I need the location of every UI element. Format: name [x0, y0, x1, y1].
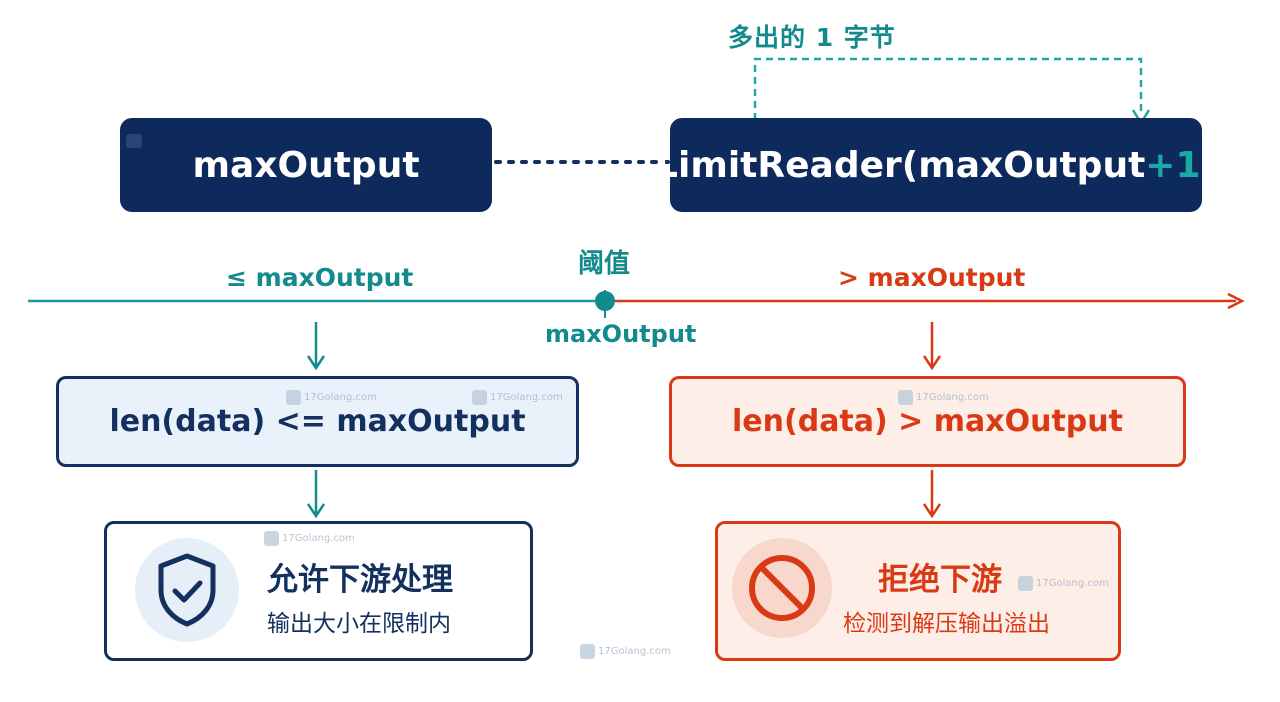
allow-card: 允许下游处理 输出大小在限制内: [104, 521, 533, 661]
watermark: 17Golang.com: [264, 531, 355, 546]
watermark-logo-icon: [472, 390, 487, 405]
shield-check-icon: [158, 553, 216, 627]
allow-title: 允许下游处理: [267, 562, 453, 598]
allow-subtitle: 输出大小在限制内: [267, 611, 451, 637]
limit-reader-plus-one: +1: [1145, 144, 1201, 186]
watermark-logo-icon: [580, 644, 595, 659]
extra-byte-bracket: [753, 57, 1143, 120]
condition-exceeds-text: len(data) > maxOutput: [732, 404, 1123, 439]
max-output-box: maxOutput: [120, 118, 492, 212]
reject-subtitle: 检测到解压输出溢出: [843, 611, 1050, 637]
watermark-logo-icon: [1018, 576, 1033, 591]
arrow-right-1: [922, 322, 942, 371]
threshold-value-label: maxOutput: [545, 320, 697, 348]
allow-icon-background: [135, 538, 239, 642]
condition-within-box: len(data) <= maxOutput: [56, 376, 579, 467]
watermark: 17Golang.com: [898, 390, 989, 405]
axis-right-label: > maxOutput: [838, 263, 1026, 292]
max-output-label: maxOutput: [192, 144, 420, 186]
reject-card: 拒绝下游 检测到解压输出溢出: [715, 521, 1121, 661]
arrow-left-1: [306, 322, 326, 371]
axis-arrowhead: [1227, 292, 1245, 310]
arrow-left-2: [306, 470, 326, 519]
reject-icon-background: [732, 538, 832, 638]
extra-byte-label: 多出的 1 字节: [728, 23, 896, 52]
watermark: 17Golang.com: [286, 390, 377, 405]
axis-left-label: ≤ maxOutput: [226, 263, 414, 292]
condition-within-text: len(data) <= maxOutput: [109, 404, 526, 439]
watermark-logo-icon: [898, 390, 913, 405]
limit-reader-suffix: ): [1200, 144, 1217, 186]
watermark: 17Golang.com: [472, 390, 563, 405]
prohibited-icon: [749, 555, 815, 621]
watermark: 17Golang.com: [1018, 576, 1109, 591]
watermark-logo-icon: [286, 390, 301, 405]
threshold-label: 阈值: [578, 249, 631, 279]
reject-title: 拒绝下游: [878, 562, 1002, 598]
arrow-right-2: [922, 470, 942, 519]
watermark-logo-icon: [264, 531, 279, 546]
condition-exceeds-box: len(data) > maxOutput: [669, 376, 1186, 467]
watermark: 17Golang.com: [580, 644, 671, 659]
limit-reader-box: LimitReader(maxOutput+1): [655, 118, 1217, 212]
watermark-logo-icon: [126, 134, 142, 148]
limit-reader-prefix: LimitReader(maxOutput: [655, 144, 1146, 186]
